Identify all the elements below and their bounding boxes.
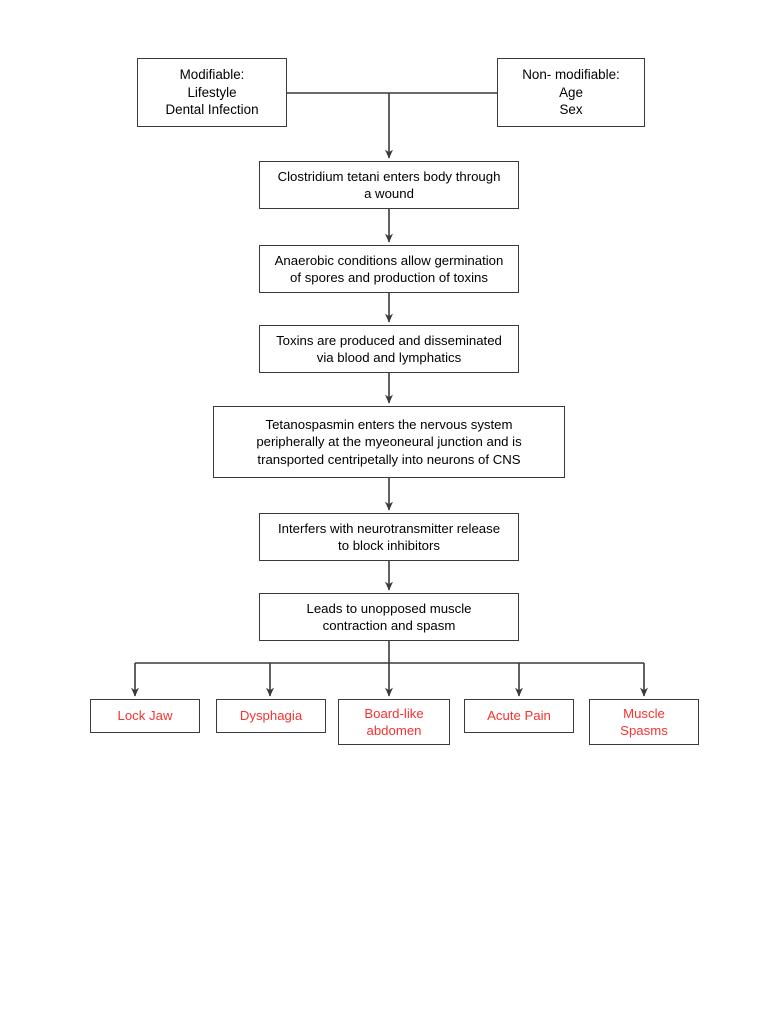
symptom-box-lock-jaw: Lock Jaw (90, 699, 200, 733)
pathway-label-germination: Anaerobic conditions allow germination o… (274, 252, 504, 285)
symptom-connectors (131, 641, 648, 697)
pathway-box-spasm: Leads to unopposed muscle contraction an… (259, 593, 519, 641)
risk-factor-label-modifiable: Modifiable: Lifestyle Dental Infection (165, 66, 259, 118)
pathway-label-tetanospasmin: Tetanospasmin enters the nervous system … (256, 416, 522, 467)
risk-factor-box-modifiable: Modifiable: Lifestyle Dental Infection (137, 58, 287, 127)
symptom-box-acute-pain: Acute Pain (464, 699, 574, 733)
pathway-box-neurotransmitter: Interfers with neurotransmitter release … (259, 513, 519, 561)
symptom-label-acute-pain: Acute Pain (487, 708, 551, 724)
symptom-box-board-like-abdomen: Board-like abdomen (338, 699, 450, 745)
pathway-label-spasm: Leads to unopposed muscle contraction an… (306, 600, 472, 633)
symptom-label-dysphagia: Dysphagia (239, 708, 303, 724)
risk-factor-connectors (287, 92, 497, 159)
risk-factor-label-non-modifiable: Non- modifiable: Age Sex (522, 66, 620, 118)
pathway-box-entry: Clostridium tetani enters body through a… (259, 161, 519, 209)
symptom-label-board-like-abdomen: Board-like abdomen (364, 705, 424, 738)
pathway-label-neurotransmitter: Interfers with neurotransmitter release … (277, 520, 501, 553)
risk-factor-box-non-modifiable: Non- modifiable: Age Sex (497, 58, 645, 127)
pathway-box-germination: Anaerobic conditions allow germination o… (259, 245, 519, 293)
pathway-label-entry: Clostridium tetani enters body through a… (277, 168, 501, 201)
symptom-box-muscle-spasms: Muscle Spasms (589, 699, 699, 745)
symptom-label-lock-jaw: Lock Jaw (117, 708, 173, 724)
pathway-label-dissemination: Toxins are produced and disseminated via… (276, 332, 502, 365)
symptom-label-muscle-spasms: Muscle Spasms (620, 705, 668, 738)
pathway-box-dissemination: Toxins are produced and disseminated via… (259, 325, 519, 373)
symptom-box-dysphagia: Dysphagia (216, 699, 326, 733)
pathway-box-tetanospasmin: Tetanospasmin enters the nervous system … (213, 406, 565, 478)
